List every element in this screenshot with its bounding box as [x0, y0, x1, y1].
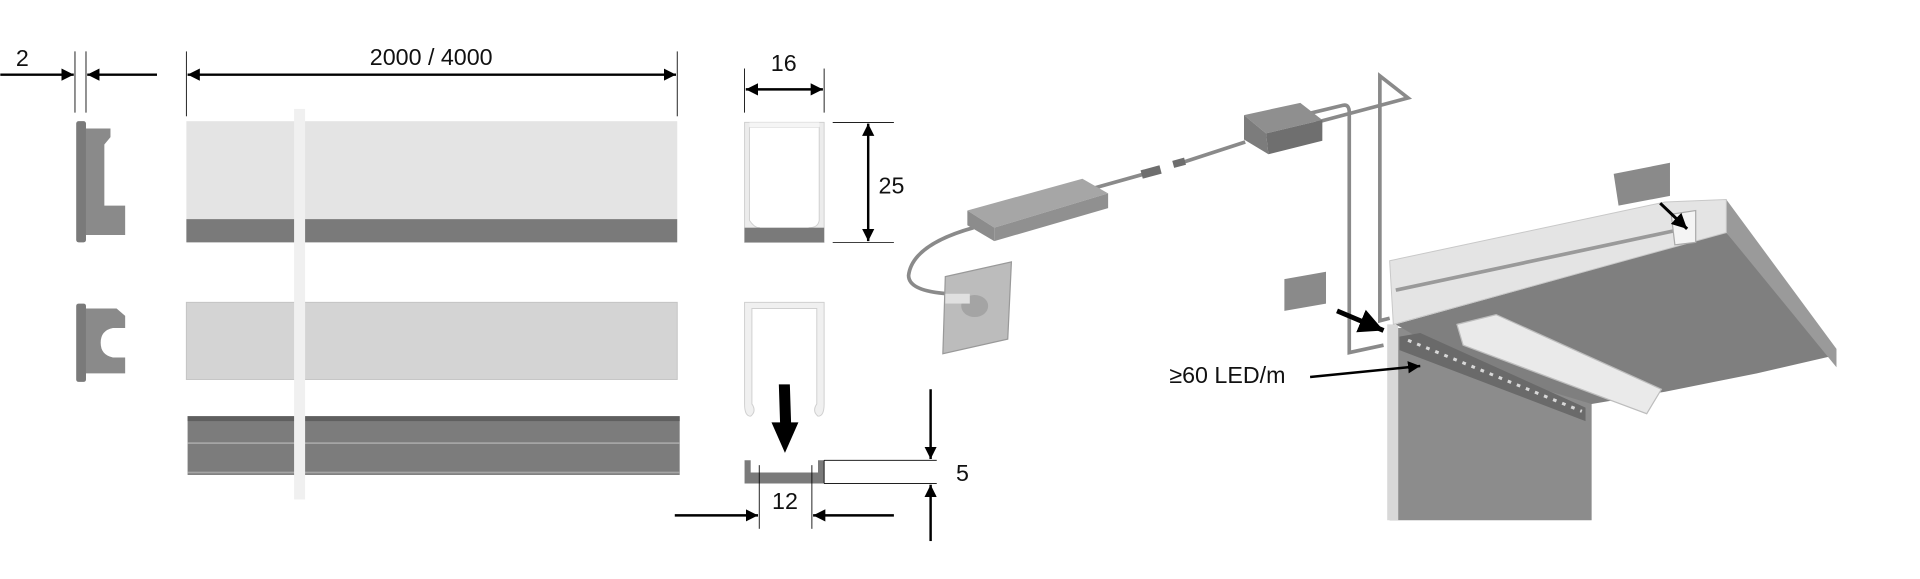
- profile-height-dimension: 25: [832, 121, 905, 243]
- length-dimension: 2000 / 4000: [185, 44, 678, 117]
- connector: [1140, 157, 1186, 179]
- endcap-right: [1613, 162, 1670, 206]
- inner-width-label: 12: [772, 488, 798, 514]
- endcap-thickness-label: 2: [16, 45, 29, 71]
- base-height-label: 5: [956, 460, 969, 486]
- installation-illustration: ≥60 LED/m: [906, 72, 1837, 521]
- mounted-profile: [1456, 313, 1663, 415]
- length-label: 2000 / 4000: [370, 44, 493, 70]
- inner-width-dimension: 12: [674, 465, 894, 529]
- base-bar: [187, 416, 680, 475]
- base-height-dimension: 5: [823, 389, 969, 542]
- led-driver: [967, 178, 1109, 242]
- profile-cross-section: [744, 121, 825, 243]
- arrow-icon: [1336, 308, 1385, 333]
- endcap-profile: [76, 121, 126, 243]
- led-density-label: ≥60 LED/m: [1169, 362, 1285, 388]
- endcap-left: [1284, 271, 1327, 311]
- arrow-icon: [1659, 202, 1689, 231]
- base-cross-section: [744, 460, 825, 484]
- profile-height-label: 25: [879, 172, 905, 198]
- led-strip-pointer: [1309, 361, 1421, 379]
- profile-bar: [186, 121, 678, 243]
- endcap-thickness-dimension: 2: [0, 45, 157, 113]
- endcap-diffuser: [76, 303, 126, 382]
- profile-width-dimension: 16: [744, 50, 825, 113]
- led-strip: [1399, 332, 1586, 422]
- cut-marker-strip: [294, 108, 306, 500]
- diffuser-cross-section: [744, 301, 825, 417]
- insert-arrow-icon: [771, 384, 799, 453]
- profile-width-label: 16: [771, 50, 797, 76]
- diffuser-bar: [185, 301, 678, 380]
- junction-box: [1243, 102, 1323, 155]
- wall-socket: [942, 261, 1013, 355]
